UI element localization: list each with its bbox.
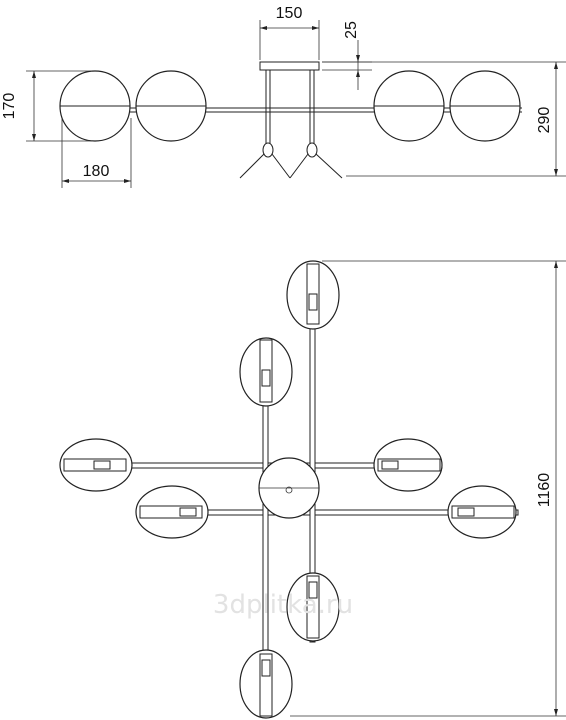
dim-canopy-width: 150 [276,5,303,22]
watermark: 3dplitka.ru [213,590,353,620]
shade-left-lower [135,485,209,539]
shade-right-lower [447,485,517,539]
side-canopy [259,61,320,71]
shade-bottom-left [239,649,293,719]
side-spot-1 [262,142,274,158]
shade-top-right [286,260,340,330]
shade-upper-left [239,337,293,407]
dim-shade-width: 180 [83,163,110,180]
dim-total-height: 290 [536,107,553,134]
dim-total-length: 1160 [536,473,553,508]
side-view: 150 25 170 180 290 [1,5,566,188]
shade-right-upper [373,438,443,492]
shade-lower-right [286,572,340,642]
side-spot-2 [306,142,318,158]
dim-canopy-height: 25 [343,21,360,39]
dim-shade-height: 170 [1,93,18,120]
top-view: 1160 [59,260,566,719]
shade-left-upper [59,438,133,492]
